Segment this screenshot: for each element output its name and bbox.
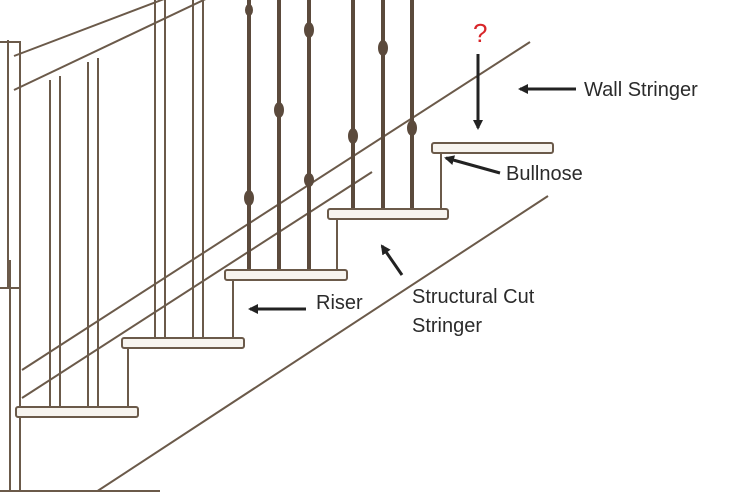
tread-1	[15, 406, 139, 418]
handrail	[13, 0, 206, 91]
tread-3	[224, 269, 348, 281]
bullnose-arrow	[444, 155, 501, 175]
tread-4	[327, 208, 449, 220]
stair-steps	[15, 142, 554, 418]
structural-cut-stringer-label-line1: Structural Cut	[412, 286, 535, 308]
iron-baluster-knobs	[244, 4, 417, 206]
structural-cut-stringer-label-line2: Stringer	[412, 315, 482, 337]
wall-stringer-label: Wall Stringer	[584, 79, 698, 101]
annotation-arrows	[248, 54, 576, 314]
structural-cut-stringer-arrow	[380, 244, 404, 276]
riser-label: Riser	[316, 292, 363, 314]
tread-2	[121, 337, 245, 349]
structural-cut-stringer	[95, 195, 549, 492]
wall-stringer	[21, 41, 531, 399]
newel-post	[0, 40, 21, 492]
question-mark-annotation: ?	[473, 18, 487, 48]
bullnose-label: Bullnose	[506, 163, 583, 185]
iron-balusters	[247, 0, 414, 274]
tread-top	[431, 142, 554, 154]
